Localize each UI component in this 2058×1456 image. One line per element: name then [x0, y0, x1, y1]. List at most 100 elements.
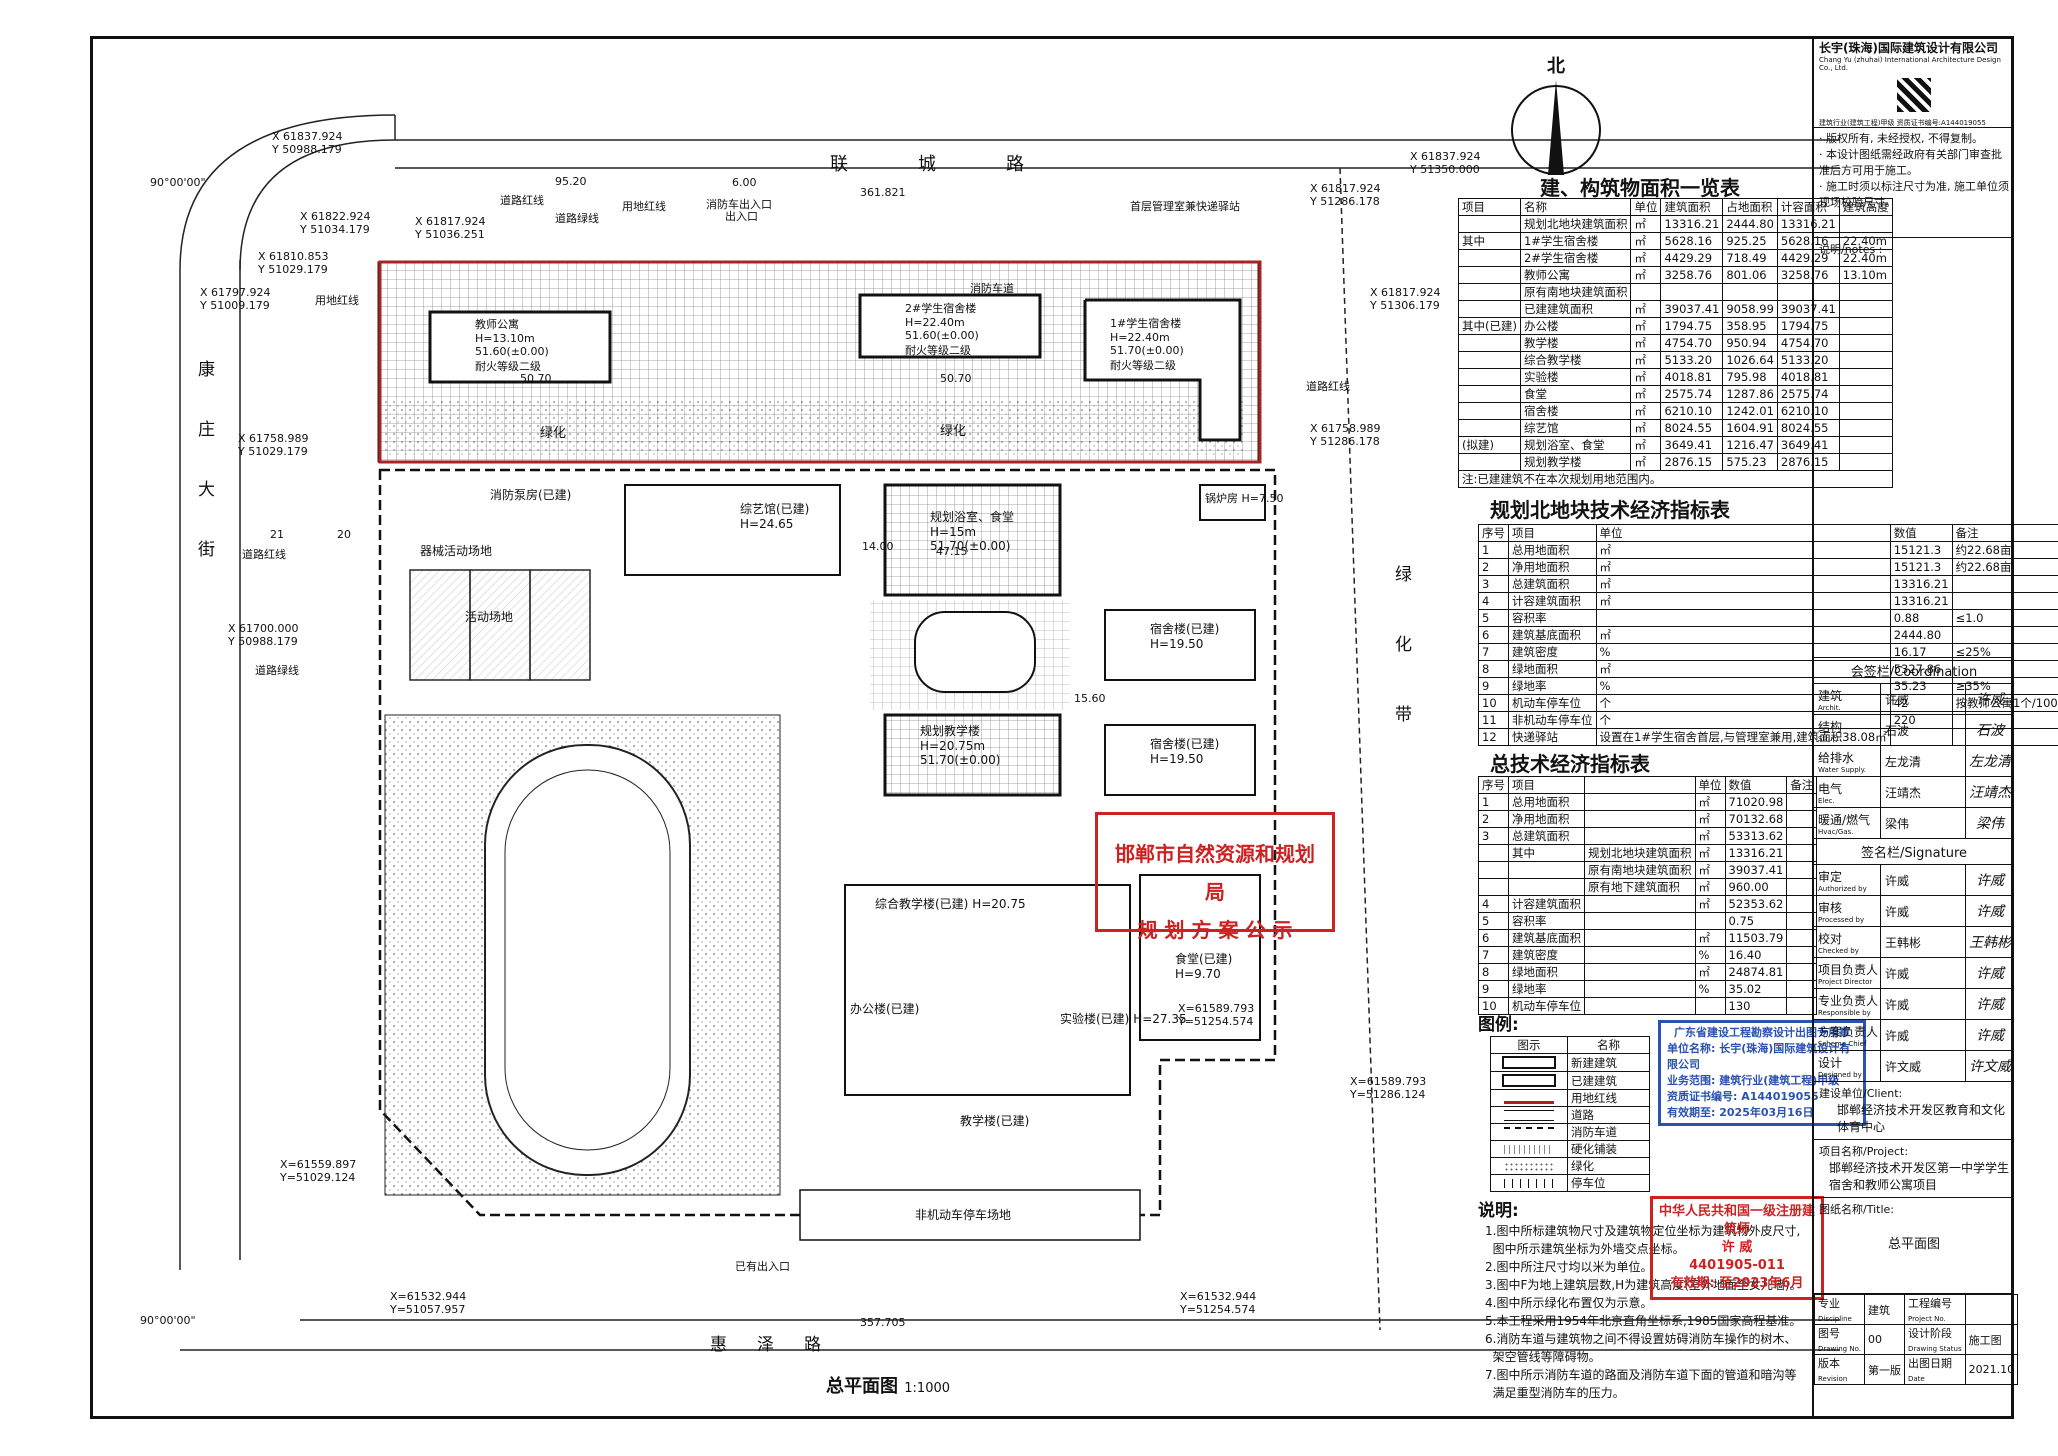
dim-7: 47.15 [936, 545, 968, 558]
new-buildings [428, 293, 1242, 442]
table-cell [1786, 997, 1818, 1015]
label-fire-entry: 消防车出入口 [706, 198, 772, 211]
table-cell: 单位 [1595, 524, 1891, 542]
table-cell: 3649.41 [1660, 436, 1724, 454]
table-cell: ㎡ [1630, 436, 1662, 454]
note-item: 4.图中所示绿化布置仅为示意。 [1485, 1296, 1653, 1310]
table-cell: 机动车停车位 [1508, 997, 1585, 1015]
table-cell: 1604.91 [1722, 419, 1778, 437]
signature-mark: 许威 [1965, 896, 2014, 926]
person-name: 左龙清 [1880, 746, 1965, 776]
note-item: 满足重型消防车的压力。 [1485, 1386, 1625, 1400]
table-cell: 5133.20 [1660, 351, 1724, 369]
table-cell: 项目 [1508, 776, 1585, 794]
signature-mark: 许威 [1965, 684, 2014, 714]
label-road-greenline-1: 道路绿线 [555, 212, 599, 225]
person-name: 汪靖杰 [1880, 777, 1965, 807]
table-cell: 净用地面积 [1508, 558, 1597, 576]
table-cell: 13316.21 [1660, 215, 1724, 233]
table-cell: 5 [1478, 912, 1509, 930]
table-cell: 2876.15 [1660, 453, 1724, 471]
table-cell: ≤25% [1951, 643, 2058, 661]
red-boundary-line [378, 260, 1262, 464]
table-cell: 绿地面积 [1508, 963, 1585, 981]
table-cell: 4754.70 [1660, 334, 1724, 352]
building-label-arts: 综艺馆(已建)H=24.65 [740, 502, 810, 531]
table-cell: 4018.81 [1776, 368, 1840, 386]
table-cell: 图示 [1490, 1036, 1568, 1054]
table-cell [1458, 385, 1521, 403]
legend-label: 绿化 [1567, 1157, 1650, 1175]
table-cell: ㎡ [1630, 317, 1662, 335]
table-cell: 1287.86 [1722, 385, 1778, 403]
legend-item: 新建建筑 [1490, 1053, 1650, 1072]
north-plot-green-strip [385, 400, 1245, 455]
table-cell: ㎡ [1630, 351, 1662, 369]
table-cell: 1 [1478, 541, 1509, 559]
table-cell: 容积率 [1508, 912, 1585, 930]
table-cell: ㎡ [1630, 215, 1662, 233]
note-item: 架空管线等障碍物。 [1485, 1350, 1601, 1364]
note-item: 7.图中所示消防车道的路面及消防车道下面的管道和暗沟等 [1485, 1368, 1797, 1382]
table-cell: 综合教学楼 [1519, 351, 1632, 369]
table-cell [1584, 776, 1696, 794]
table-cell [1458, 266, 1521, 284]
table-cell: 名称 [1567, 1036, 1650, 1054]
legend-item: 停车位 [1490, 1174, 1650, 1192]
legend-header-row: 图示名称 [1490, 1036, 1650, 1054]
table1-title: 建、构筑物面积一览表 [1540, 176, 1740, 200]
signature-mark: 许威 [1965, 1020, 2014, 1050]
table-cell: 办公楼 [1519, 317, 1632, 335]
table-footnote: 注:已建建筑不在本次规划用地范围内。 [1458, 470, 1893, 488]
table-cell: 950.94 [1722, 334, 1778, 352]
table-cell: ㎡ [1630, 249, 1662, 267]
table-cell: 8024.55 [1776, 419, 1840, 437]
legend-label: 硬化铺装 [1567, 1140, 1650, 1158]
legend-label: 停车位 [1567, 1174, 1650, 1192]
table-cell: 6 [1478, 626, 1509, 644]
road-name-left: 康 庄 大 街 [198, 360, 215, 560]
firm-qualification: 建筑行业(建筑工程)甲级 资质证书编号:A144019055 [1819, 119, 1986, 127]
client-block: 建设单位/Client: 邯郸经济技术开发区教育和文化体育中心 [1814, 1082, 2014, 1140]
table-cell: 序号 [1478, 524, 1509, 542]
person-name: 王韩彬 [1880, 927, 1965, 957]
note-item: 1.图中所标建筑物尺寸及建筑物定位坐标为建筑物外皮尺寸, [1485, 1224, 1801, 1238]
table-cell: 食堂 [1519, 385, 1632, 403]
approval-stamp: 邯郸市自然资源和规划局 规 划 方 案 公 示 [1095, 812, 1335, 942]
area-label-activity: 活动场地 [465, 610, 514, 624]
table-cell [1458, 402, 1521, 420]
person-name: 梁伟 [1880, 808, 1965, 838]
label-green-1: 绿化 [540, 426, 567, 441]
coordination-header: 会签栏/Coordination [1814, 658, 2014, 684]
legend-symbol-icon [1490, 1157, 1568, 1175]
legend-symbol-icon [1490, 1089, 1568, 1107]
legend-symbol-icon [1490, 1071, 1568, 1090]
signature-mark: 许文威 [1965, 1051, 2014, 1081]
table-cell: 设置在1#学生宿舍首层,与管理室兼用,建筑面积38.08㎡ [1595, 728, 1891, 746]
table-cell: ㎡ [1630, 402, 1662, 420]
note-item: 5.本工程采用1954年北京直角坐标系,1985国家高程基准。 [1485, 1314, 1802, 1328]
table-header-row: 序号项目单位数值备注 [1478, 776, 1818, 794]
table-cell: 10 [1478, 997, 1509, 1015]
